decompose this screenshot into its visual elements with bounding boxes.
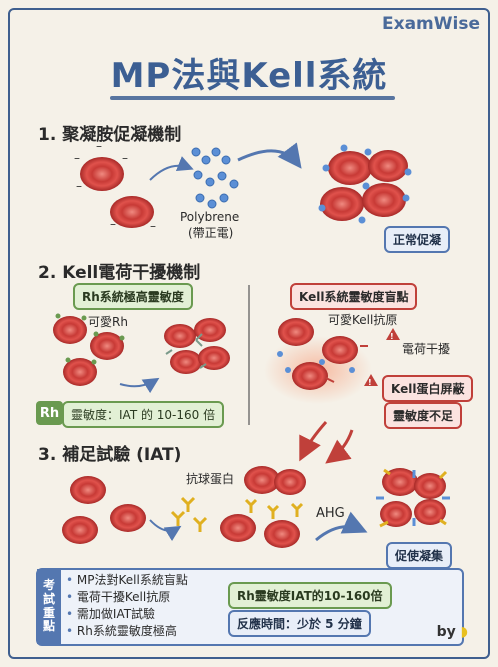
exam-tag-char: 試: [42, 591, 55, 606]
exam-key-points-tag: 考 試 重 點: [37, 569, 61, 644]
svg-text:!: !: [390, 332, 394, 341]
antiglobulin-label: 抗球蛋白: [186, 472, 235, 486]
polybrene-charge-label: (帶正電): [188, 226, 234, 240]
insufficient-sensitivity-box: 靈敏度不足: [384, 402, 463, 429]
section2-divider: [248, 285, 250, 425]
svg-text:!: !: [368, 378, 372, 387]
page-frame: [8, 8, 490, 659]
page-title: MP法與Kell系統: [110, 56, 388, 96]
normal-agglutination-box: 正常促凝: [384, 226, 451, 253]
svg-text:–: –: [74, 151, 80, 165]
kell-antigen-label: 可愛Kell抗原: [328, 313, 398, 327]
section2-heading: 2. Kell電荷干擾機制: [38, 263, 201, 283]
rbc-cluster-aggregated: [318, 144, 412, 224]
kell-blindspot-box: Kell系統靈敏度盲點: [290, 283, 418, 310]
iat-cells-agglutinated: [376, 468, 450, 528]
svg-text:–: –: [96, 139, 102, 153]
polybrene-label: Polybrene: [180, 210, 240, 224]
svg-text:–: –: [150, 219, 156, 233]
svg-text:–: –: [76, 179, 82, 193]
polybrene-molecules: [191, 147, 239, 209]
ahg-label: AHG: [316, 506, 345, 521]
rh-cell-label: 可愛Rh: [88, 315, 128, 329]
exam-bullet: MP法對Kell系統盲點: [66, 572, 188, 589]
exam-tag-char: 點: [42, 619, 55, 634]
banana-icon: ◗: [460, 624, 468, 640]
exam-tag-char: 重: [42, 605, 55, 620]
iat-cells-left: [62, 476, 146, 544]
signature-text: by: [436, 624, 456, 640]
iat-cells-middle: [220, 466, 306, 548]
svg-text:–: –: [122, 151, 128, 165]
exam-tag-char: 考: [42, 577, 55, 592]
section3-heading: 3. 補足試驗 (IAT): [38, 445, 182, 465]
summary-reaction-time-box: 反應時間：少於 5 分鐘: [228, 610, 371, 637]
exam-bullet: 需加做IAT試驗: [66, 606, 188, 623]
section1-heading: 1. 聚凝胺促凝機制: [38, 125, 182, 145]
antiglobulin-molecules: [170, 496, 208, 532]
exam-bullet: 電荷干擾Kell抗原: [66, 589, 188, 606]
brand-logo: ExamWise: [382, 14, 480, 34]
signature: by ◗: [437, 624, 468, 640]
charge-interference-label: 電荷干擾: [402, 342, 451, 356]
rbc-cluster-unbound: – – – – – –: [74, 139, 156, 233]
rh-high-sensitivity-box: Rh系統極高靈敏度: [73, 283, 193, 310]
rh-sensitivity-box: 靈敏度：IAT 的 10-160 倍: [62, 401, 225, 428]
exam-bullet-list: MP法對Kell系統盲點 電荷干擾Kell抗原 需加做IAT試驗 Rh系統靈敏度…: [66, 572, 188, 640]
rh-tag: Rh: [36, 401, 63, 425]
svg-text:–: –: [110, 217, 116, 231]
exam-bullet: Rh系統靈敏度極高: [66, 623, 188, 640]
title-underline: [110, 96, 395, 100]
kell-cells: [277, 318, 368, 390]
rh-agglutinated: [164, 318, 230, 374]
promote-agglutination-box: 促使凝集: [386, 542, 453, 569]
summary-sensitivity-box: Rh靈敏度IAT的10-160倍: [228, 582, 392, 609]
kell-protein-shield-box: Kell蛋白屏蔽: [382, 375, 474, 402]
rh-cells: [53, 313, 125, 386]
warning-icons: ! !: [364, 328, 400, 387]
